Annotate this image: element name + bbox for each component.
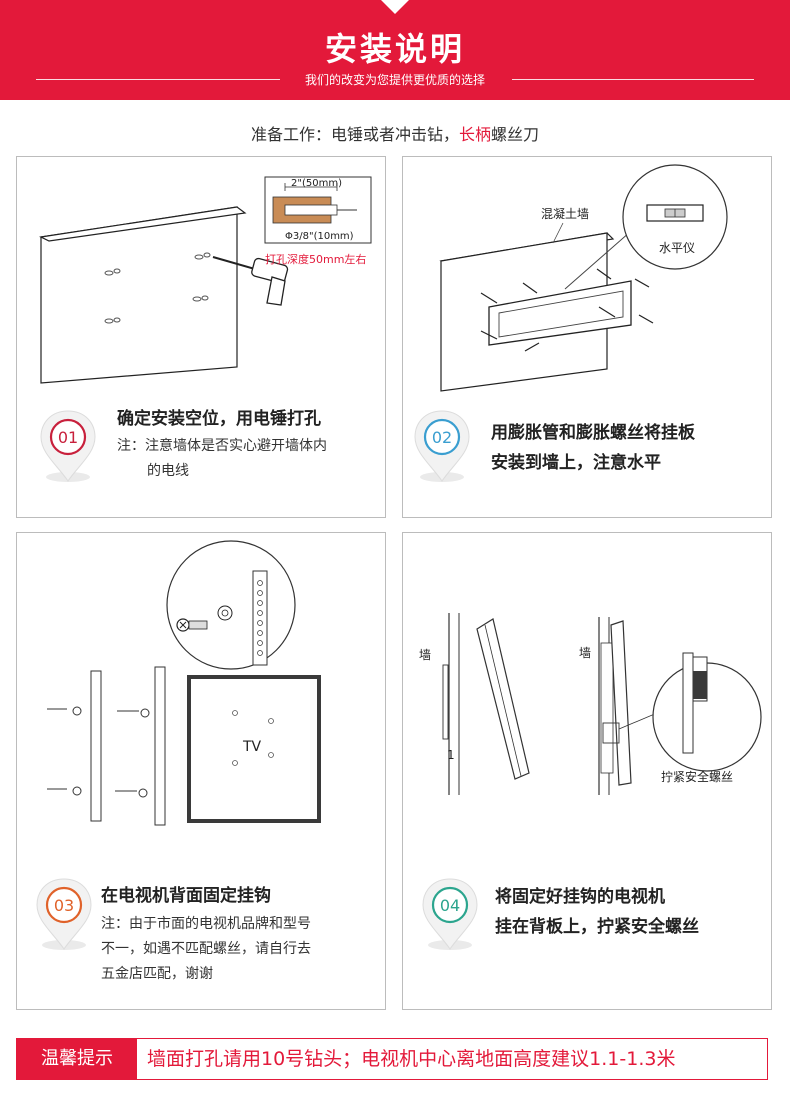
step-panel-4: 墙 1 墙 拧紧安全螺丝 04 将固定好挂钩的电视机 挂在背板上，拧紧安全螺丝	[402, 532, 772, 1010]
step-2-number: 02	[432, 428, 452, 447]
prep-prefix: 准备工作：电锤或者冲击钻，	[250, 125, 459, 144]
header-subtitle: 我们的改变为您提供更优质的选择	[304, 73, 485, 87]
step-panel-3: TV 03 在电视机背面固定挂钩 注：由于市面的电视机品牌和型号 不一，如遇不匹…	[16, 532, 386, 1010]
tv-bracket-illustration: TV	[47, 540, 321, 826]
page-title: 安装说明	[324, 30, 465, 68]
header-divider-right	[512, 79, 754, 80]
step-4-title-line2: 挂在背板上，拧紧安全螺丝	[495, 917, 699, 937]
tv-label: TV	[242, 739, 262, 755]
header-divider-left	[36, 79, 280, 80]
tip-bar: 温馨提示 墙面打孔请用10号钻头；电视机中心离地面高度建议1.1-1.3米	[16, 1038, 768, 1080]
tip-label: 温馨提示	[17, 1039, 137, 1079]
step-3-note-line1: 注：由于市面的电视机品牌和型号	[101, 916, 311, 932]
dim-bottom-label: Φ3/8"(10mm)	[285, 231, 354, 242]
step-1-note-line1: 注：注意墙体是否实心避开墙体内	[117, 438, 327, 454]
tv-hanging-illustration: 墙 1 墙 拧紧安全螺丝	[419, 613, 762, 795]
step-3-title: 在电视机背面固定挂钩	[101, 886, 271, 906]
step-panel-2: 水平仪 混凝土墙 02 用膨胀管和膨胀螺丝将挂板 安装到墙上，注意水平	[402, 156, 772, 518]
concrete-wall-label: 混凝土墙	[541, 206, 589, 221]
step-marker: 1	[447, 748, 455, 762]
step-1-pin-icon: 01	[40, 410, 96, 482]
prep-highlight: 长柄	[458, 125, 491, 144]
wall-label-left: 墙	[419, 648, 431, 662]
drill-depth-label: 打孔深度50mm左右	[265, 252, 366, 266]
dim-top-label: 2"(50mm)	[291, 178, 342, 189]
prep-suffix: 螺丝刀	[491, 125, 540, 144]
preparation-line: 准备工作：电锤或者冲击钻，长柄螺丝刀	[0, 121, 790, 145]
header-notch	[381, 0, 409, 14]
wall-plate-illustration: 水平仪 混凝土墙	[439, 164, 728, 392]
screw-label: 拧紧安全螺丝	[661, 769, 733, 784]
step-4-title-line1: 将固定好挂钩的电视机	[495, 887, 665, 907]
step-1-number: 01	[58, 428, 78, 447]
header-banner: 安装说明 我们的改变为您提供更优质的选择	[0, 0, 790, 100]
drilling-illustration: 2"(50mm) Φ3/8"(10mm) 打孔深度50mm左右	[39, 176, 372, 384]
step-4-pin-icon: 04	[422, 878, 478, 950]
step-2-pin-icon: 02	[414, 410, 470, 482]
step-2-title-line1: 用膨胀管和膨胀螺丝将挂板	[491, 423, 695, 443]
step-3-note-line2: 不一，如遇不匹配螺丝，请自行去	[101, 941, 311, 957]
level-label: 水平仪	[659, 241, 695, 255]
step-4-number: 04	[440, 896, 460, 915]
step-1-title: 确定安装空位，用电锤打孔	[117, 409, 321, 429]
step-1-note-line2: 的电线	[147, 463, 189, 479]
step-2-title-line2: 安装到墙上，注意水平	[491, 453, 661, 473]
step-3-note-line3: 五金店匹配，谢谢	[101, 966, 213, 982]
tip-text: 墙面打孔请用10号钻头；电视机中心离地面高度建议1.1-1.3米	[147, 1048, 676, 1070]
step-panel-1: 2"(50mm) Φ3/8"(10mm) 打孔深度50mm左右 01 确定安装空…	[16, 156, 386, 518]
wall-label-right: 墙	[579, 646, 591, 660]
step-3-number: 03	[54, 896, 74, 915]
step-3-pin-icon: 03	[36, 878, 92, 950]
